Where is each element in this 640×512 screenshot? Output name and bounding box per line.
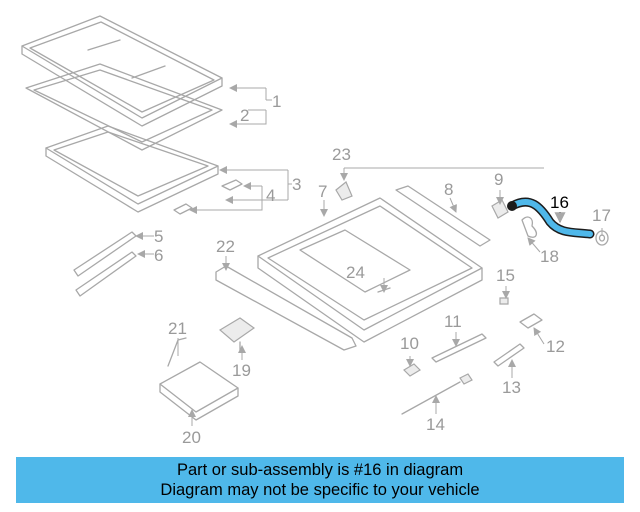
callout-6: 6 [154,246,163,265]
sunroof-housing-part [257,197,483,343]
callout-14: 14 [426,415,445,434]
callout-1: 1 [272,92,281,111]
rail-parts [73,231,137,297]
plate-20-part [159,361,239,421]
callout-17: 17 [592,206,611,225]
callout-9: 9 [494,170,503,189]
clamp-18-part [521,216,537,238]
banner-line-2: Diagram may not be specific to your vehi… [160,481,480,499]
info-banner: Part or sub-assembly is #16 in diagram D… [16,457,624,503]
callout-10: 10 [400,334,419,353]
block-10-part [403,363,421,377]
bolt-15-part [499,297,509,305]
bracket-12-part [519,313,543,329]
clip-parts [173,179,243,215]
callout-23: 23 [332,145,351,164]
callout-3: 3 [292,175,301,194]
callout-2: 2 [240,106,249,125]
seal-part [25,63,223,151]
callout-24: 24 [346,263,365,282]
callout-4: 4 [266,186,275,205]
drain-hose-part-16 [507,197,595,239]
callout-11: 11 [444,312,462,331]
guide-11-part [431,333,487,363]
cable-14-part [401,373,473,415]
callout-18: 18 [540,247,559,266]
callout-12: 12 [546,337,565,356]
crank-21-part [167,337,187,367]
callout-13: 13 [502,378,521,397]
bar-13-part [493,343,525,367]
corner-23-part [335,181,353,201]
banner-line-1: Part or sub-assembly is #16 in diagram [176,461,464,479]
motor-19-part [218,317,256,351]
callout-22: 22 [216,237,235,256]
callout-19: 19 [232,361,251,380]
callout-15: 15 [496,266,515,285]
callout-labels: 1 2 3 4 5 6 7 8 9 10 11 12 13 14 15 16 1… [154,92,611,447]
frame-part [45,125,219,213]
leader-lines [135,84,603,426]
callout-8: 8 [444,180,453,199]
callout-5: 5 [154,227,163,246]
callout-16: 16 [550,193,569,212]
deflector-part [395,185,491,247]
glass-panel-part [21,15,223,127]
parts-diagram: 1 2 3 4 5 6 7 8 9 10 11 12 13 14 15 16 1… [21,15,611,447]
callout-21: 21 [168,319,187,338]
callout-20: 20 [182,428,201,447]
callout-7: 7 [318,182,327,201]
